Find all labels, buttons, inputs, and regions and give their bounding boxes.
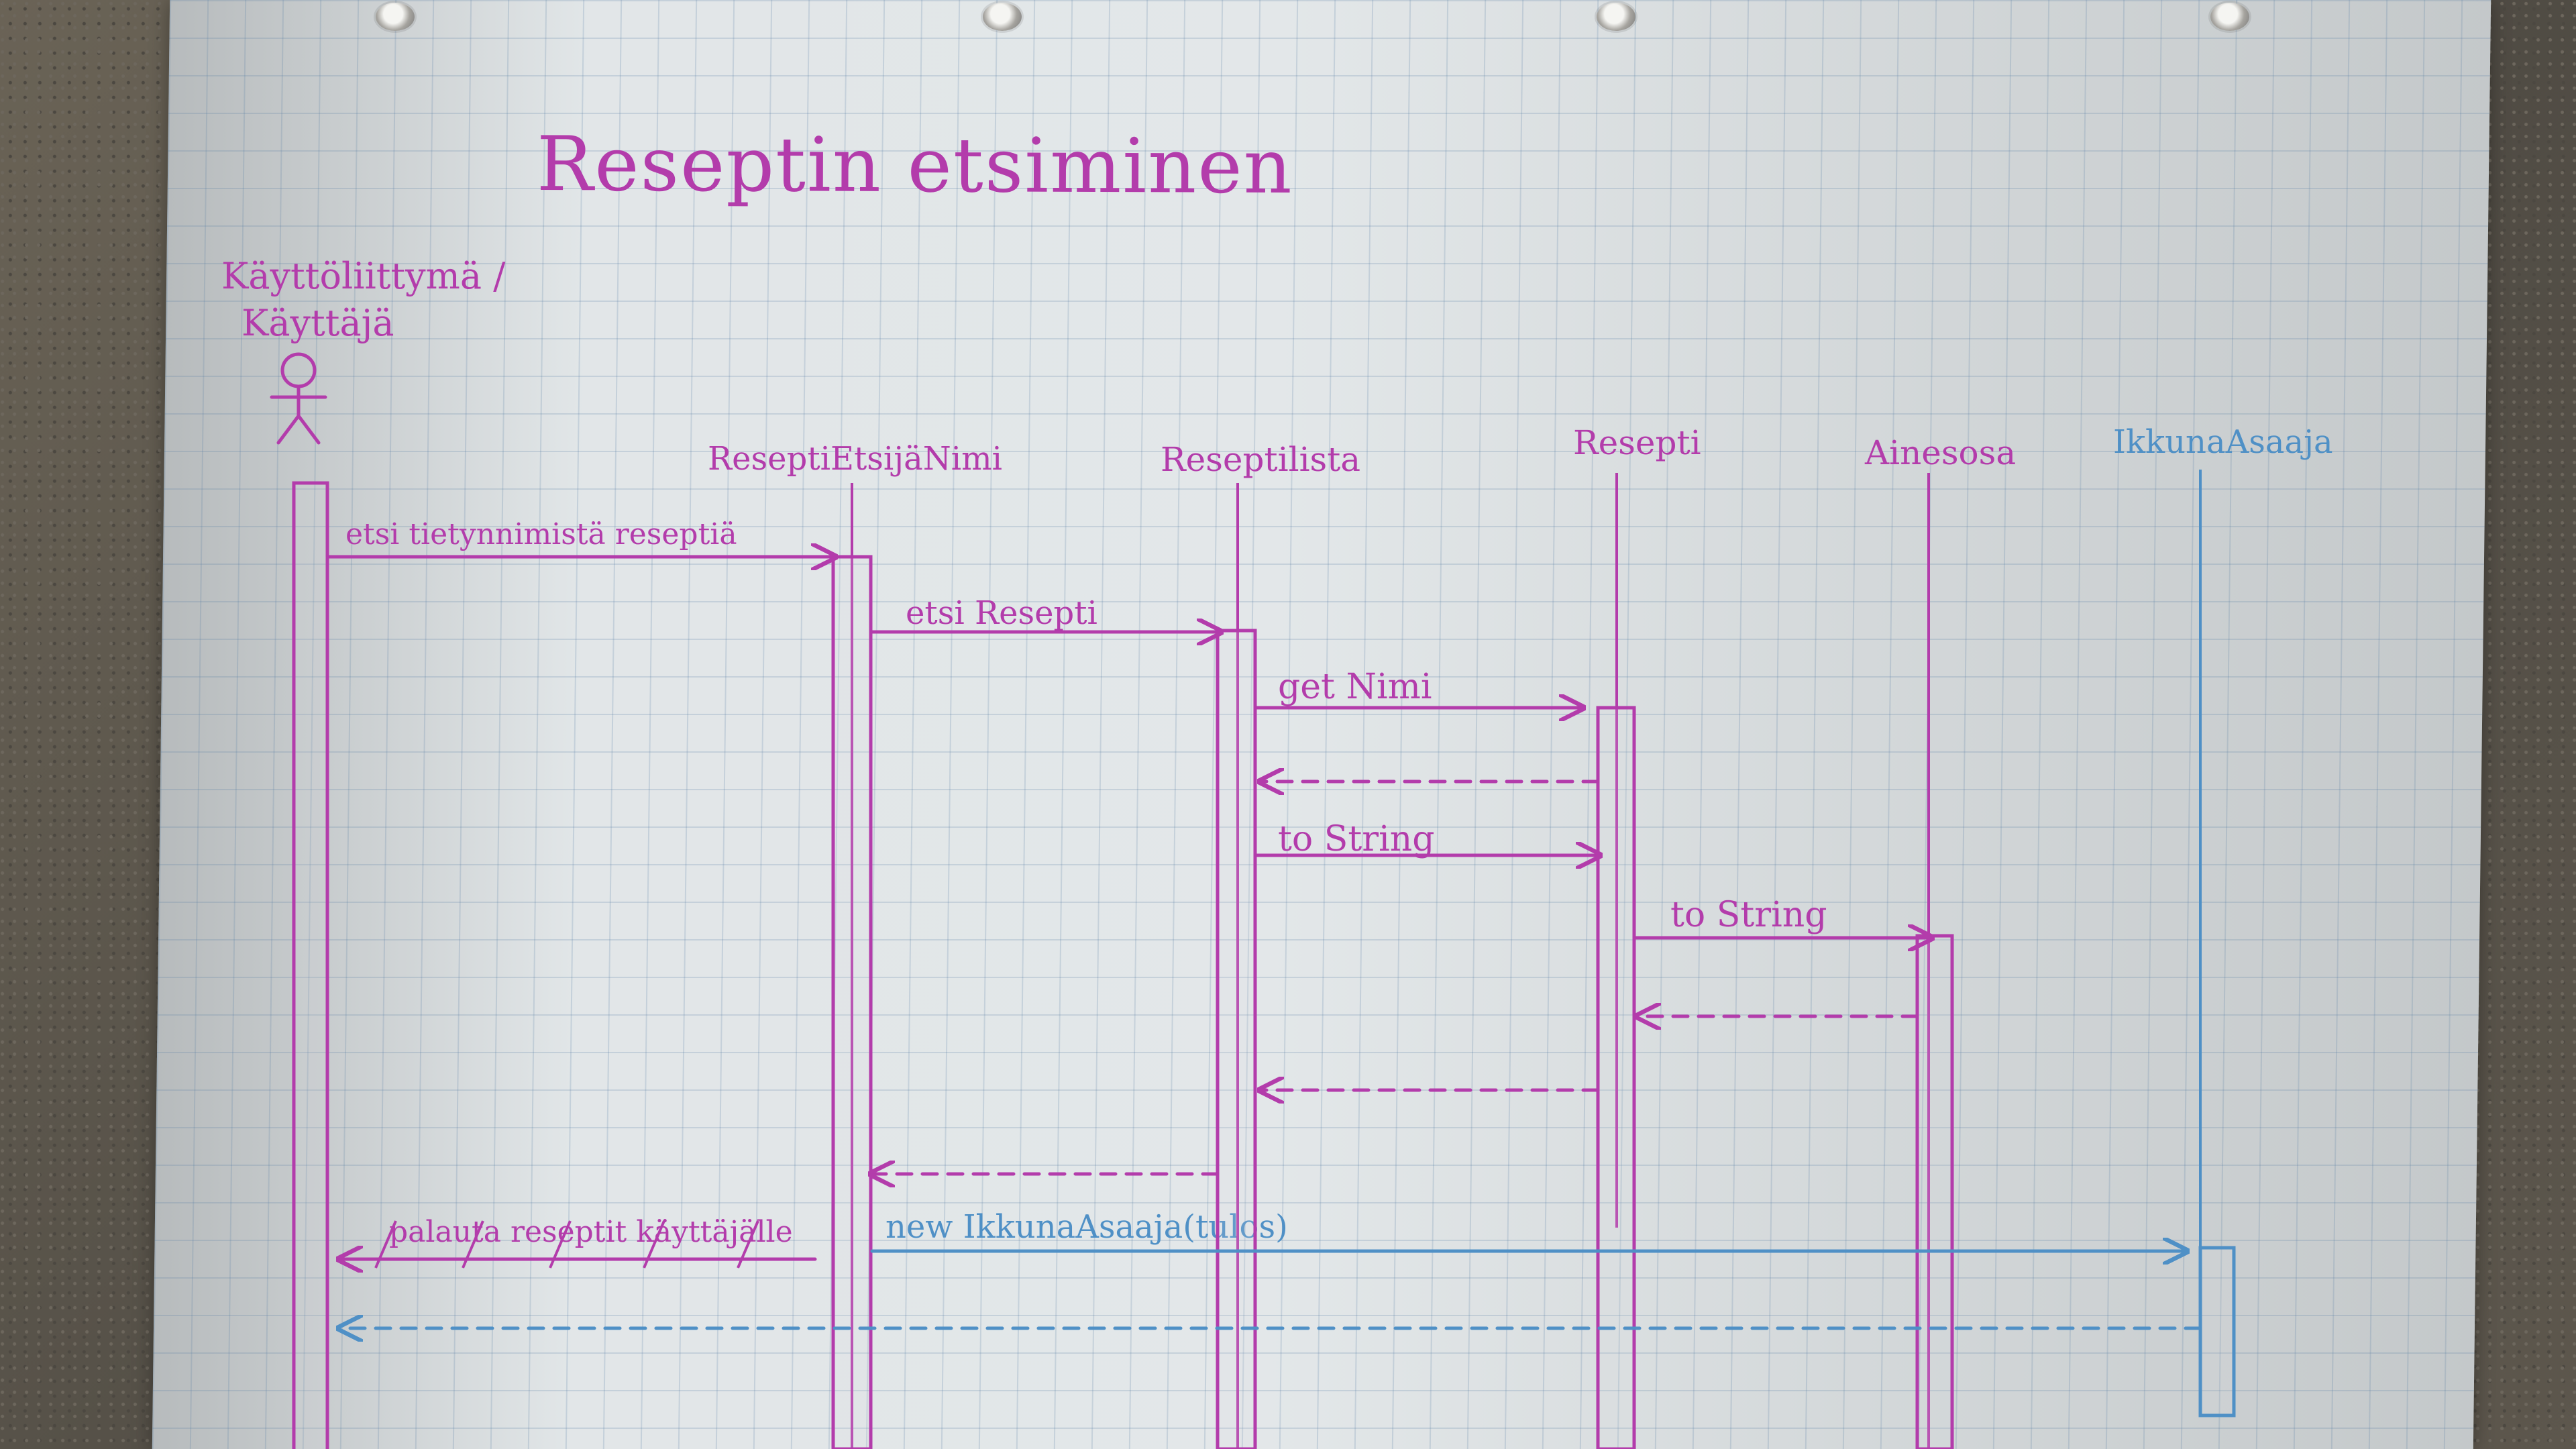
actor-figure xyxy=(270,352,327,445)
activation-reseptilista xyxy=(1216,629,1257,1449)
punch-hole xyxy=(2210,3,2249,31)
activation-ikkuna-asaaja xyxy=(2198,1246,2236,1417)
actor-activation xyxy=(292,481,329,1449)
participant-label-resepti: Resepti xyxy=(1573,423,1701,462)
participant-label-resepti-etsija-nimi: ReseptiEtsijäNimi xyxy=(708,440,1002,478)
activation-resepti-etsija-nimi xyxy=(831,555,873,1449)
participant-label-ainesosa: Ainesosa xyxy=(1865,433,2017,472)
actor-label-line2: Käyttäjä xyxy=(241,302,394,344)
message-label-get-name: get Nimi xyxy=(1278,667,1432,707)
activation-resepti xyxy=(1596,706,1636,1449)
punch-hole xyxy=(983,3,1022,31)
crossed-out-text-strikes xyxy=(374,1220,759,1269)
message-label-to-string-recipe: to String xyxy=(1278,819,1435,859)
message-label-find-recipe: etsi Resepti xyxy=(906,594,1097,632)
activation-ainesosa xyxy=(1915,934,1954,1449)
punch-hole xyxy=(376,3,415,31)
actor-label-line1: Käyttöliittymä / xyxy=(221,255,506,297)
message-label-search-by-name: etsi tietynnimistä reseptiä xyxy=(345,517,737,551)
crossed-out-return-label: palauta reseptit käyttäjälle xyxy=(389,1215,793,1249)
participant-label-ikkuna-asaaja: IkkunaAsaaja xyxy=(2113,423,2333,461)
participant-label-reseptilista: Reseptilista xyxy=(1161,440,1361,479)
punch-hole xyxy=(1597,3,1635,31)
message-label-create-window: new IkkunaAsaaja(tulos) xyxy=(885,1208,1288,1246)
message-label-to-string-ingredient: to String xyxy=(1670,895,1827,935)
